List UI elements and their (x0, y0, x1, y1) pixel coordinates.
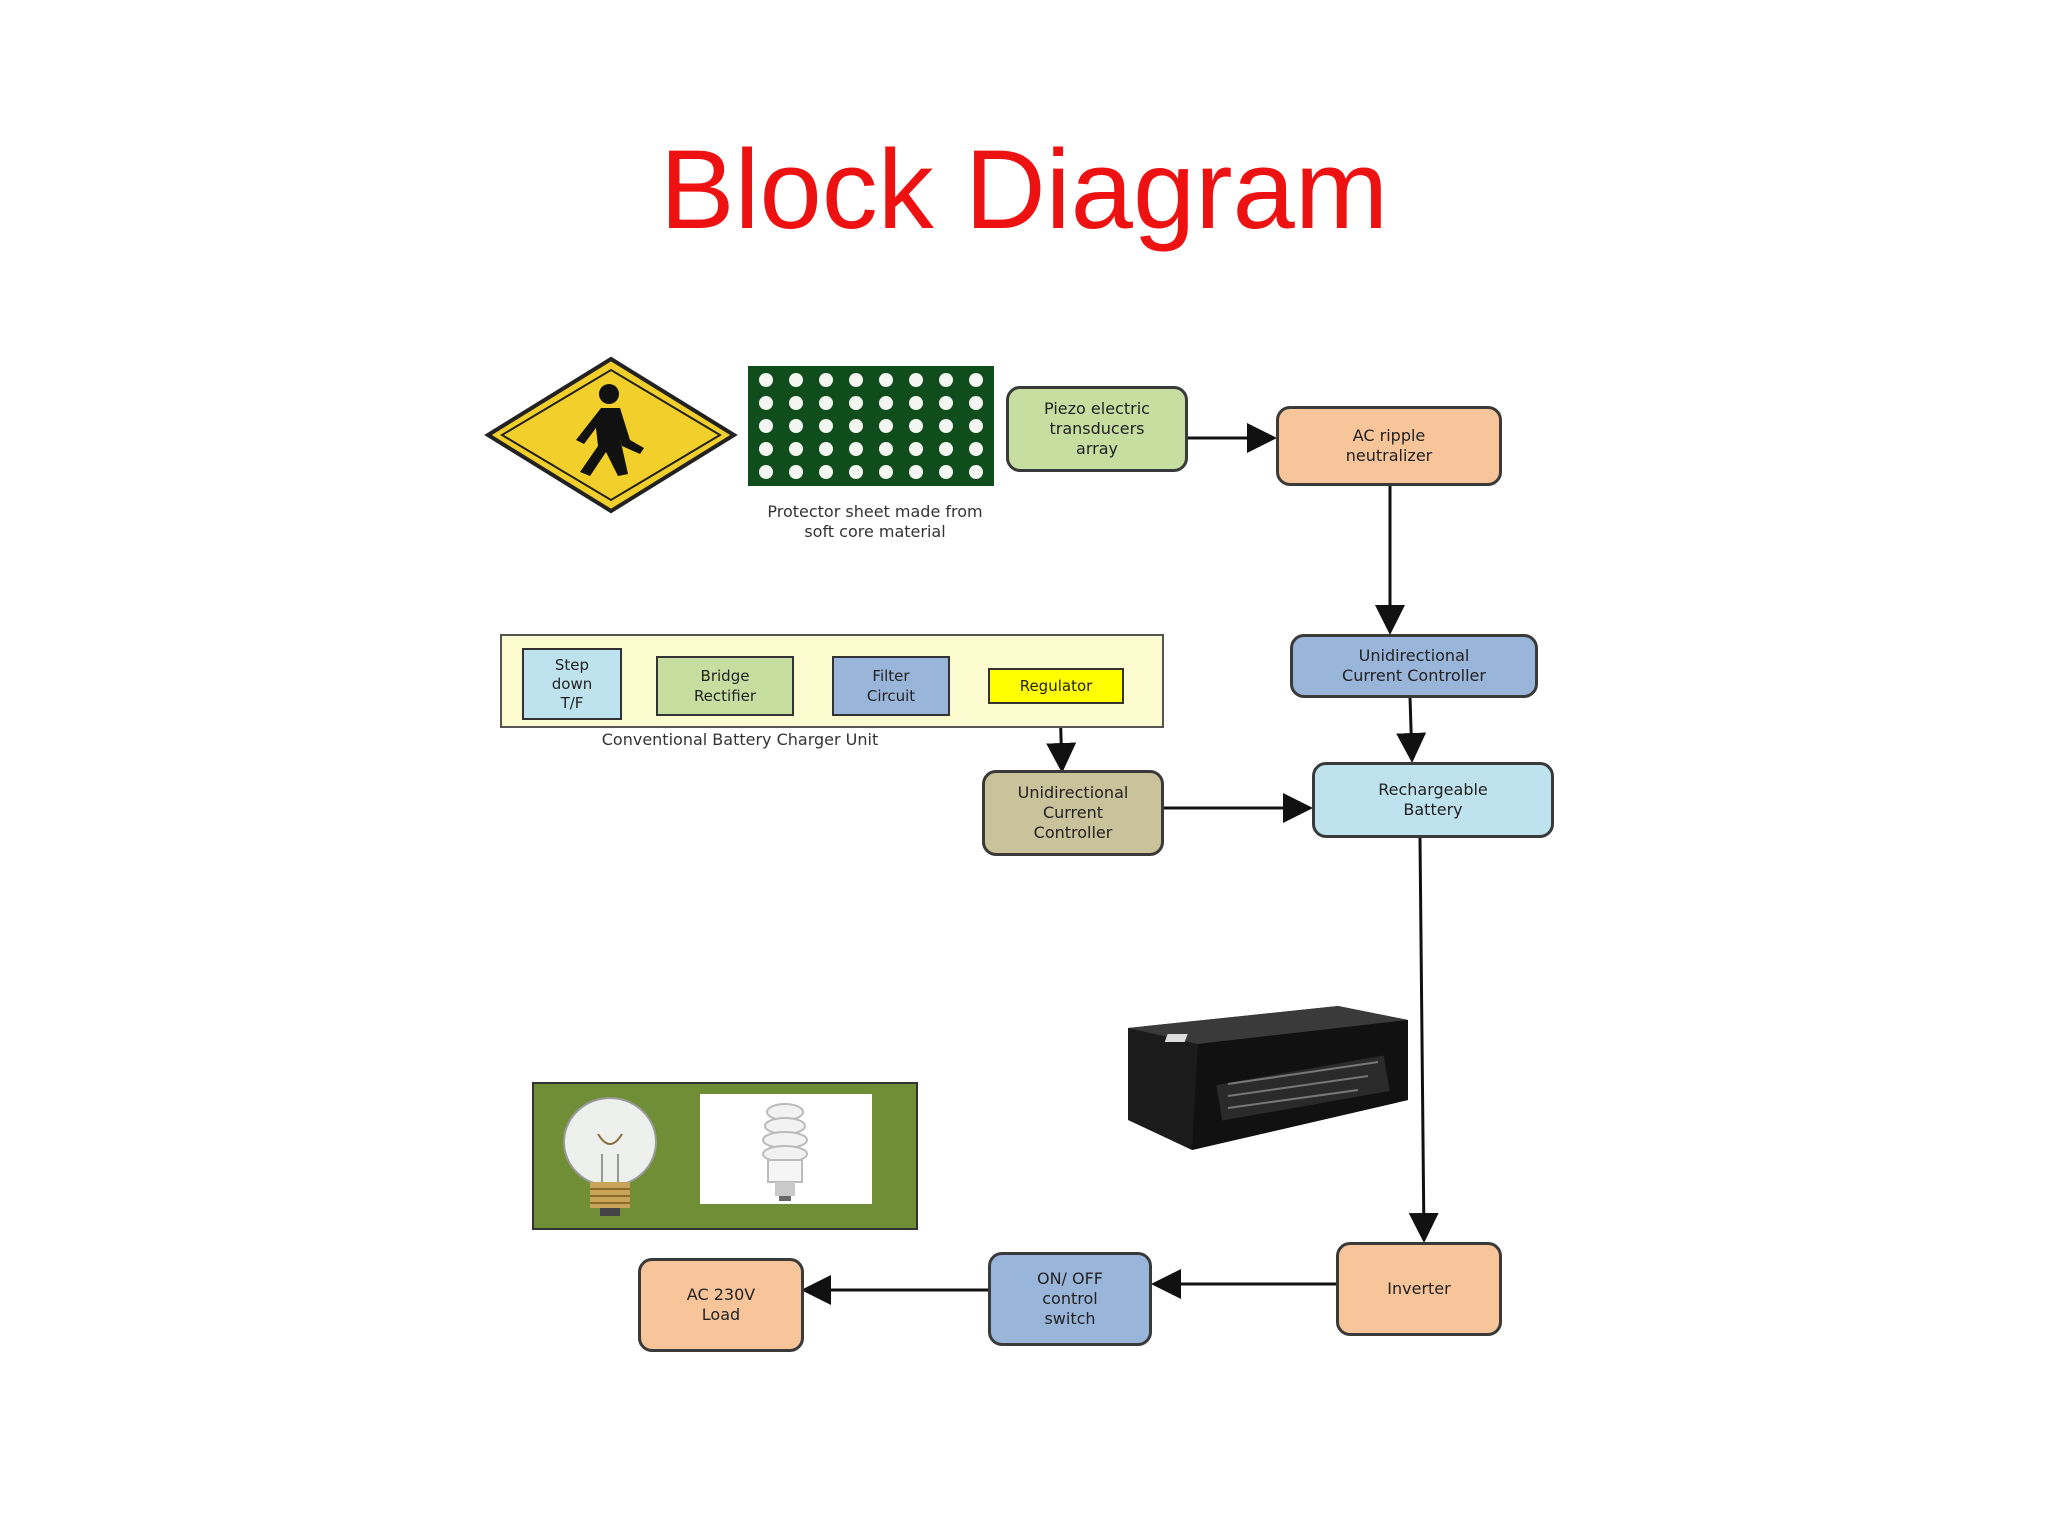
bridge-rectifier-block: Bridge Rectifier (656, 656, 794, 716)
protector-sheet-image (748, 366, 994, 486)
incandescent-bulb-icon (563, 1097, 657, 1216)
step-down-transformer-block: Step down T/F (522, 648, 622, 720)
rechargeable-battery-block: Rechargeable Battery (1312, 762, 1554, 838)
arrow-ucc-to-battery (1396, 696, 1427, 763)
filter-circuit-block: Filter Circuit (832, 656, 950, 716)
battery-image (1128, 1006, 1408, 1150)
regulator-block: Regulator (988, 668, 1124, 704)
unidirectional-current-controller-mid-block: Unidirectional Current Controller (982, 770, 1164, 856)
cfl-bulb-icon (762, 1103, 808, 1201)
arrow-battery-to-inverter (1408, 837, 1439, 1243)
inverter-block: Inverter (1336, 1242, 1502, 1336)
charger-unit-caption: Conventional Battery Charger Unit (601, 730, 879, 749)
ac-ripple-neutralizer-block: AC ripple neutralizer (1276, 406, 1502, 486)
piezo-transducers-block: Piezo electric transducers array (1006, 386, 1188, 472)
unidirectional-current-controller-top-block: Unidirectional Current Controller (1290, 634, 1538, 698)
protector-sheet-caption: Protector sheet made from soft core mate… (767, 502, 983, 541)
on-off-control-switch-block: ON/ OFF control switch (988, 1252, 1152, 1346)
ac-230v-load-block: AC 230V Load (638, 1258, 804, 1352)
pedestrian-sign-icon (484, 356, 738, 514)
page-title: Block Diagram (659, 127, 1389, 252)
